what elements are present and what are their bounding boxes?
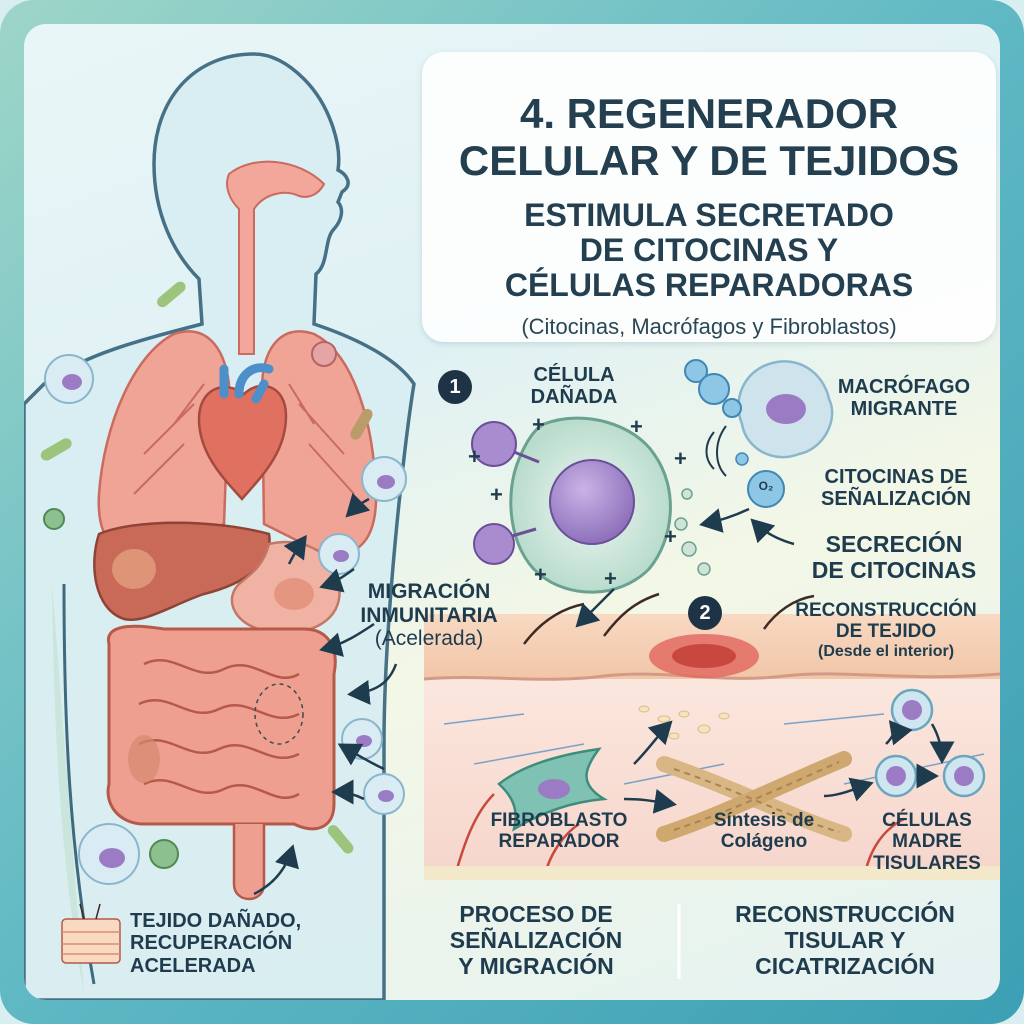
illustration-layer: + + + + + + + + — [24, 52, 1000, 1000]
heart — [197, 363, 288, 501]
migration-arrows — [253, 492, 398, 896]
footer-damaged-tissue: TEJIDO DAÑADO, RECUPERACIÓN ACELERADA — [130, 910, 302, 977]
macrophage-cell — [737, 360, 834, 459]
plus-signs: + + + + + + + + — [468, 412, 687, 591]
liver — [93, 521, 271, 622]
svg-text:+: + — [630, 414, 643, 439]
airway-trachea — [226, 160, 326, 355]
cytokine-bubbles — [674, 359, 785, 576]
intestines — [106, 624, 337, 901]
fibroblast-cell — [497, 747, 608, 832]
step-2-badge: 2 — [688, 596, 722, 630]
svg-text:+: + — [534, 562, 547, 587]
collagen-fibers — [656, 751, 852, 842]
reconstruction-label: RECONSTRUCCIÓN DE TEJIDO (Desde el inter… — [795, 600, 977, 660]
svg-text:+: + — [490, 482, 503, 507]
step-1-badge: 1 — [438, 370, 472, 404]
svg-text:+: + — [664, 524, 677, 549]
damaged-cell — [471, 416, 672, 594]
main-title: 4. REGENERADOR CELULAR Y DE TEJIDOS — [458, 90, 960, 185]
floating-immune-cells — [40, 281, 407, 885]
footer-signaling-process: PROCESO DE SEÑALIZACIÓN Y MIGRACIÓN — [449, 901, 623, 979]
main-subtitle: ESTIMULA SECRETADO DE CITOCINAS Y CÉLULA… — [504, 197, 914, 304]
title-card: 4. REGENERADOR CELULAR Y DE TEJIDOS ESTI… — [422, 52, 996, 342]
o2-symbol: O₂ — [758, 479, 774, 493]
step2-arrows — [575, 588, 955, 814]
svg-text:+: + — [674, 446, 687, 471]
svg-text:+: + — [532, 412, 545, 437]
skin-layers-icon — [61, 903, 121, 964]
svg-text:+: + — [468, 444, 481, 469]
infographic-canvas: + + + + + + + + — [24, 24, 1000, 1000]
footer-tissue-reconstruction: RECONSTRUCCIÓN TISULAR Y CICATRIZACIÓN — [735, 901, 955, 979]
immune-migration-label: MIGRACIÓN INMUNITARIA (Acelerada) — [360, 580, 498, 651]
subtitle-parenthetical: (Citocinas, Macrófagos y Fibroblastos) — [521, 314, 897, 339]
stem-cells-label: CÉLULAS MADRE TISULARES — [873, 810, 981, 874]
step1-arrows — [699, 507, 795, 546]
svg-text:+: + — [604, 566, 617, 591]
